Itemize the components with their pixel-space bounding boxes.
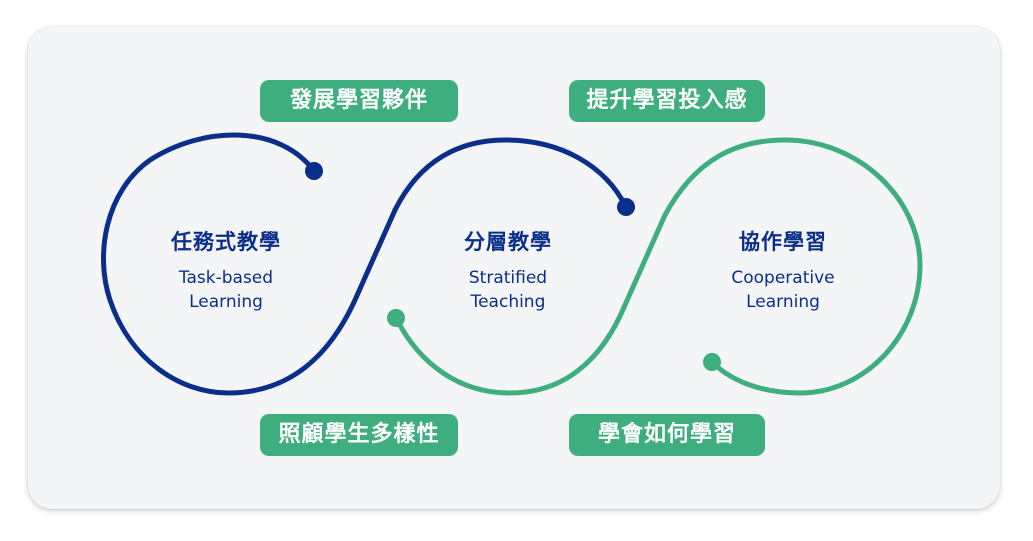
node-title: 分層教學: [464, 230, 552, 254]
node-title: 協作學習: [739, 230, 827, 254]
node-cooperative-learning: 協作學習 Cooperative Learning: [693, 226, 873, 314]
node-stratified-teaching: 分層教學 Stratified Teaching: [418, 226, 598, 314]
node-title: 任務式教學: [171, 230, 281, 254]
badge-top-right: 提升學習投入感: [569, 80, 765, 122]
middle-top-curve: [392, 137, 629, 213]
badge-bottom-left: 照顧學生多樣性: [260, 414, 458, 456]
diagram-card: [28, 27, 1000, 509]
node-subtitle: Cooperative Learning: [731, 268, 835, 312]
middle-bottom-endpoint: [387, 309, 405, 327]
node-subtitle: Task-based Learning: [178, 268, 274, 312]
middle-top-endpoint: [617, 198, 635, 216]
badge-bottom-right: 學會如何學習: [569, 414, 765, 456]
node-task-based-learning: 任務式教學 Task-based Learning: [136, 226, 316, 314]
badge-top-left: 發展學習夥伴: [260, 80, 458, 122]
middle-bottom-curve: [393, 137, 923, 396]
right-loop-endpoint: [703, 353, 721, 371]
node-subtitle: Stratified Teaching: [468, 268, 548, 312]
left-loop-endpoint: [305, 162, 323, 180]
left-loop-curve: [101, 132, 398, 396]
